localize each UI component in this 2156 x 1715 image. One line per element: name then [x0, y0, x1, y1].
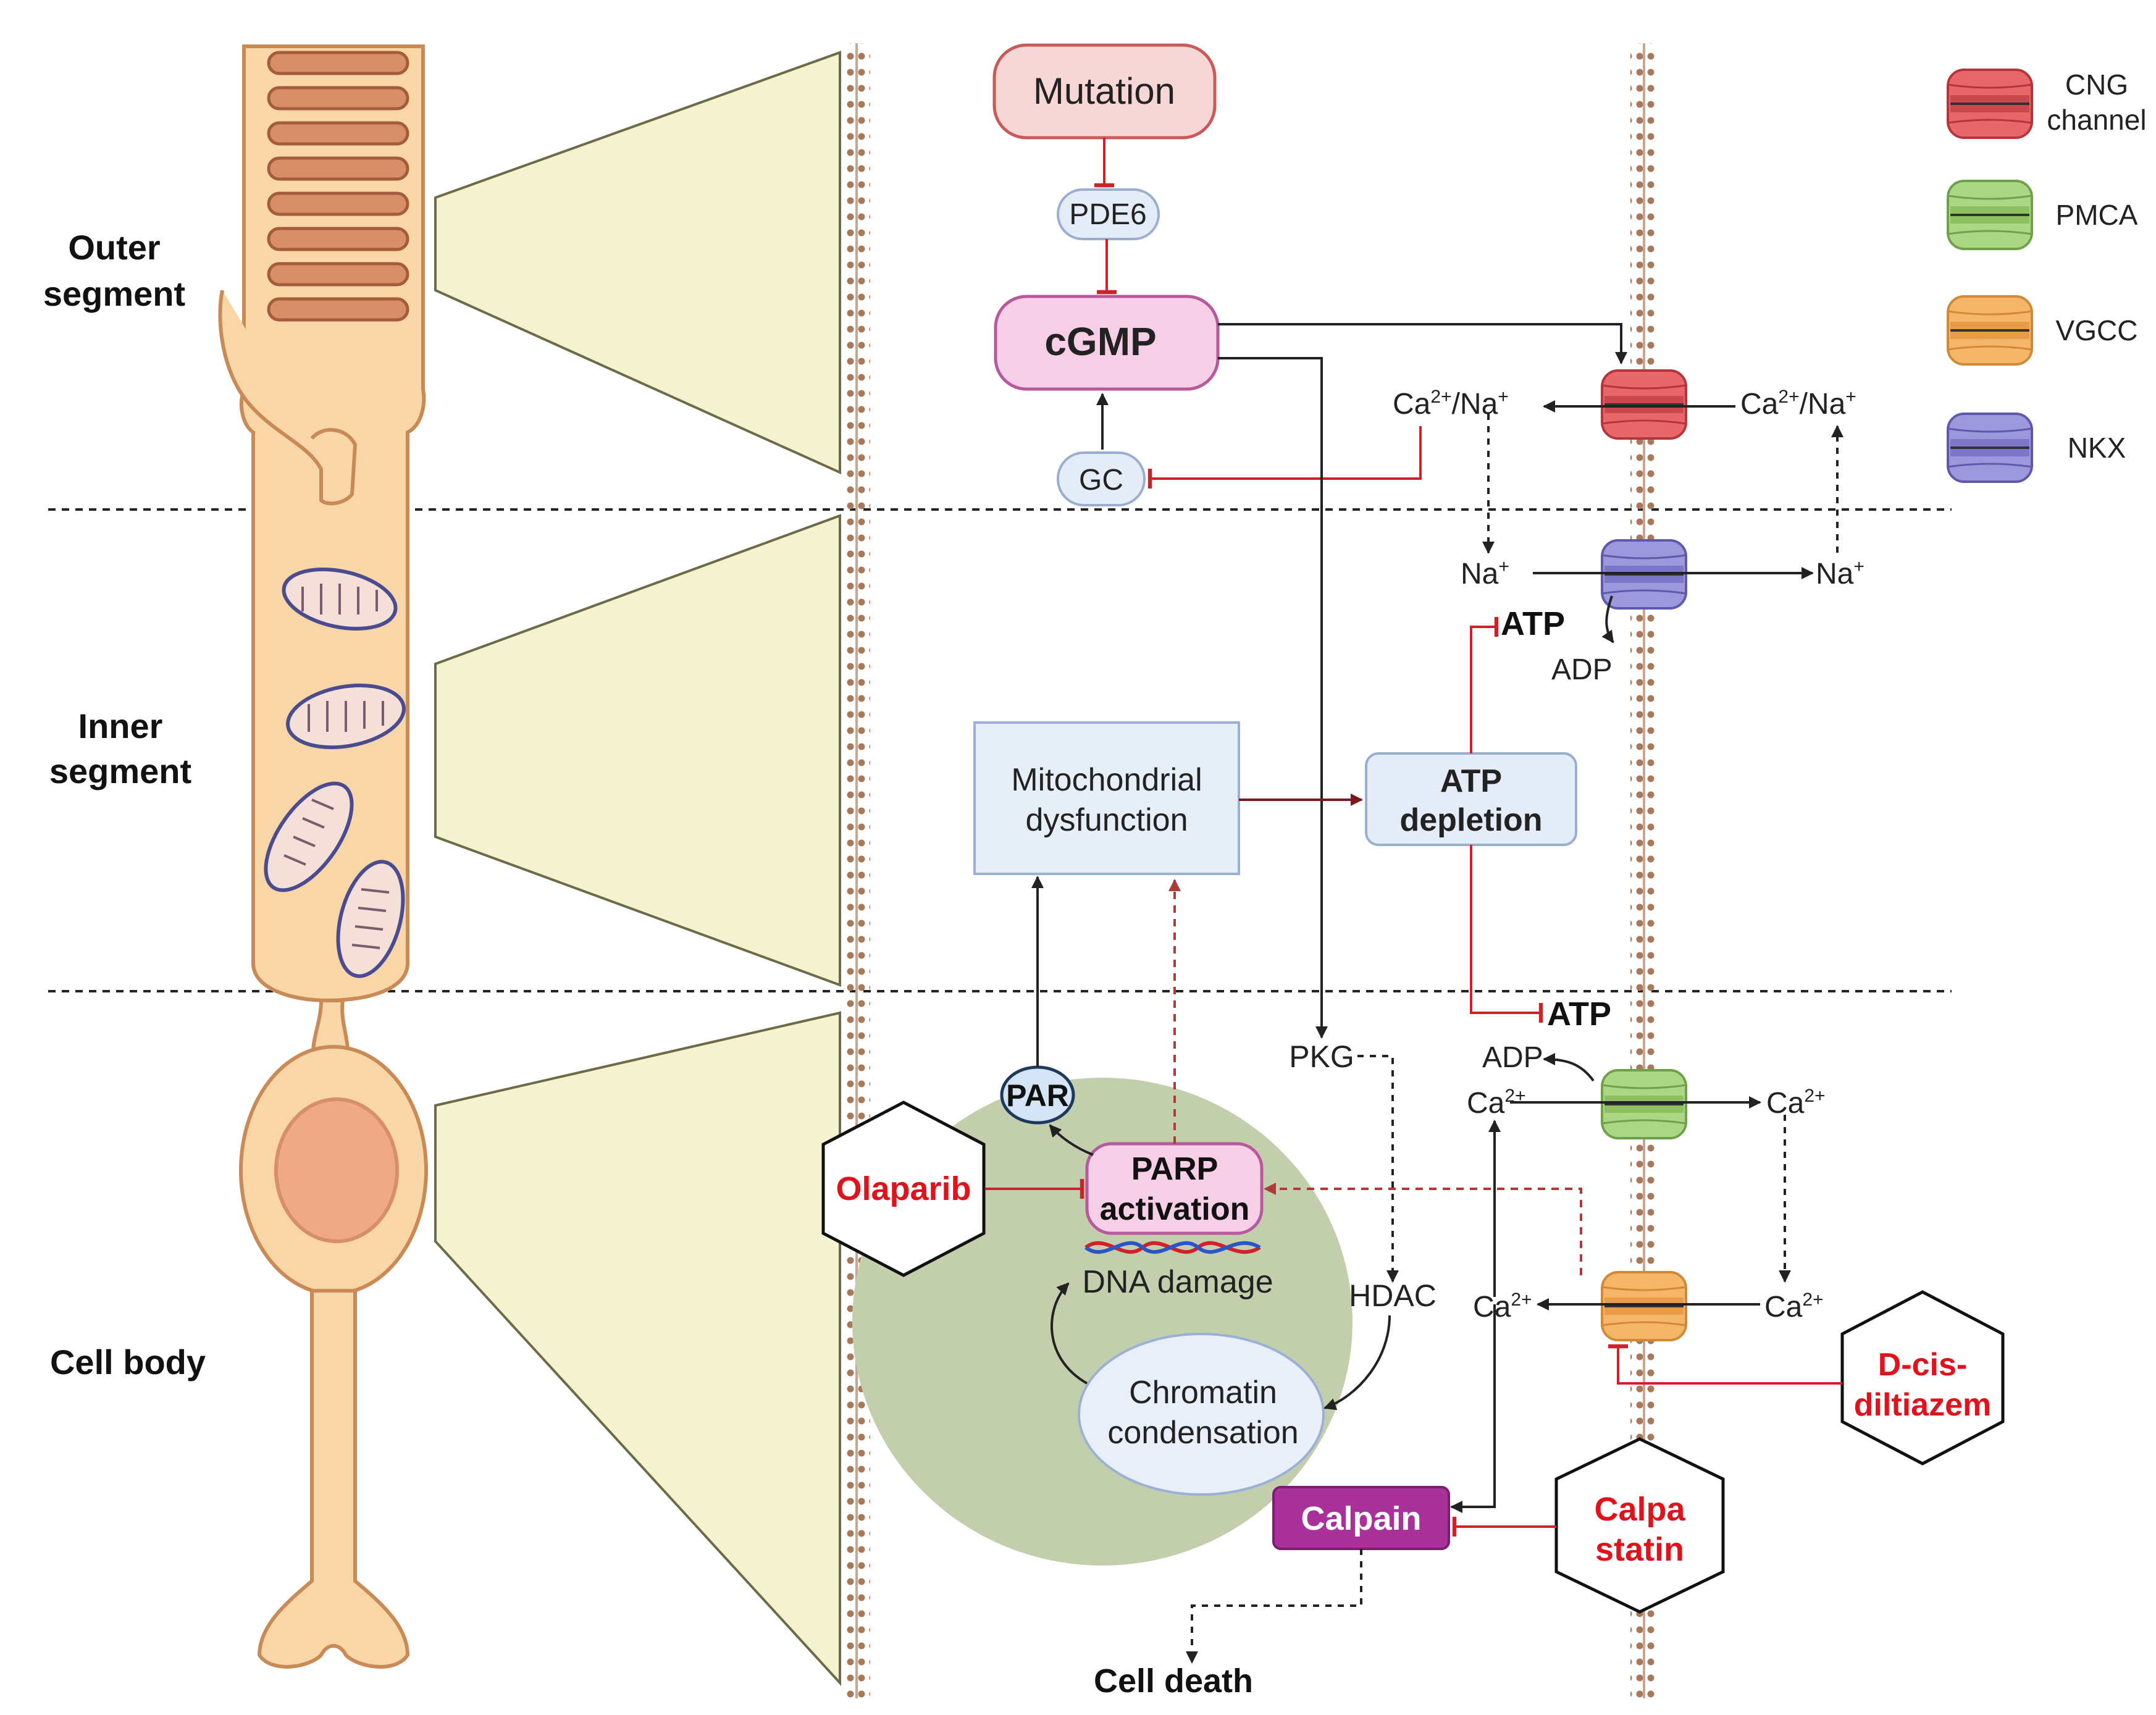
diltiazem-hexagon[interactable] — [1840, 1290, 2005, 1466]
ca-vgcc-inside: Ca2+ — [1473, 1289, 1532, 1323]
calpastatin-hexagon[interactable] — [1554, 1437, 1725, 1614]
disc-stack — [267, 51, 409, 322]
axon — [257, 1289, 410, 1669]
channel-part — [1947, 195, 2032, 200]
zoom-cone-body — [434, 1011, 841, 1687]
legend-item-nkx: NKX — [1947, 413, 2126, 483]
ca-pmca-outside: Ca2+ — [1766, 1086, 1826, 1120]
label-inner-segment: Inner — [78, 707, 163, 745]
vgcc-channel-icon — [1601, 1271, 1687, 1341]
zoom-cone-outer — [434, 51, 841, 475]
legend-label: CNG — [2065, 69, 2128, 101]
channel-part — [1947, 119, 2032, 124]
label-cell-body: Cell body — [50, 1343, 206, 1382]
nucleus-icon — [274, 1097, 399, 1243]
membrane-right — [1630, 43, 1658, 1698]
par-label: PAR — [1006, 1078, 1069, 1113]
channel-part — [1601, 554, 1687, 560]
channel-part — [1601, 1119, 1687, 1125]
channel-part — [1601, 419, 1687, 425]
channel-part — [1947, 427, 2032, 433]
channel-part — [1947, 230, 2032, 235]
gc-node[interactable] — [1057, 451, 1146, 506]
legend-item-pmca: PMCA — [1947, 180, 2138, 250]
olaparib-hexagon[interactable] — [821, 1101, 986, 1277]
diltiazem-label-2: diltiazem — [1854, 1387, 1992, 1423]
legend-label: PMCA — [2056, 199, 2138, 231]
pkg-label: PKG — [1289, 1039, 1354, 1074]
channel-part — [1601, 589, 1687, 595]
adp-pmca-label: ADP — [1482, 1041, 1543, 1074]
cgmp-node[interactable] — [994, 295, 1220, 391]
calpastatin-label: Calpa — [1594, 1491, 1685, 1528]
parp-activation-label-2: activation — [1100, 1191, 1250, 1227]
atp-depletion-label: ATP — [1440, 763, 1502, 799]
arrows — [985, 138, 1844, 1664]
photoreceptor-cell — [218, 44, 428, 1669]
diltiazem-label: D-cis- — [1878, 1347, 1967, 1383]
legend-label: VGCC — [2056, 314, 2138, 346]
cng-channel-icon — [1601, 369, 1687, 440]
channel-part — [1947, 310, 2032, 316]
na-outside: Na+ — [1816, 556, 1864, 590]
ca-vgcc-outside: Ca2+ — [1764, 1289, 1824, 1323]
dna-damage-label: DNA damage — [1082, 1264, 1273, 1300]
mito-dysfunction-label: Mitochondrial — [1011, 762, 1202, 798]
ca-na-inside: Ca2+/Na+ — [1393, 387, 1509, 421]
legend-item-vgcc: VGCC — [1947, 295, 2138, 366]
channel-part — [1601, 1286, 1687, 1291]
legend-label: NKX — [2068, 432, 2126, 464]
olaparib-label: Olaparib — [836, 1170, 971, 1207]
atp-pmca-label: ATP — [1547, 996, 1611, 1033]
gc-label: GC — [1079, 464, 1123, 497]
label-outer-segment: Outer — [68, 228, 160, 267]
calpain-label: Calpain — [1301, 1500, 1421, 1537]
channel-part — [1947, 83, 2032, 89]
chromatin-node[interactable] — [1078, 1333, 1325, 1496]
cell-stalk — [218, 290, 358, 506]
parp-activation-label: PARP — [1131, 1151, 1219, 1187]
atp-depletion-label-2: depletion — [1399, 802, 1542, 838]
chromatin-label: Chromatin — [1129, 1375, 1277, 1411]
label-outer-segment-2: segment — [43, 274, 185, 313]
cgmp-label: cGMP — [1044, 319, 1156, 364]
label-inner-segment-2: segment — [49, 752, 191, 790]
mito-dysfunction-label-2: dysfunction — [1025, 802, 1188, 838]
mitochondria-cristae — [283, 584, 390, 949]
mitochondria — [264, 568, 406, 978]
cell-death-label: Cell death — [1094, 1663, 1253, 1700]
calpastatin-label-2: statin — [1595, 1531, 1684, 1568]
channel-part — [1947, 345, 2032, 351]
zoom-cone-inner — [434, 514, 841, 987]
legend-label: channel — [2047, 104, 2146, 136]
adp-nkx-label: ADP — [1551, 653, 1613, 686]
dna-helix-icon — [1084, 1241, 1261, 1254]
ca-na-outside: Ca2+/Na+ — [1740, 387, 1856, 421]
chromatin-label-2: condensation — [1107, 1415, 1298, 1451]
channel-part — [1601, 1084, 1687, 1089]
mutation-label: Mutation — [1033, 70, 1175, 112]
channel-part — [1947, 463, 2032, 468]
membrane-left — [843, 43, 870, 1698]
pde6-node[interactable] — [1057, 188, 1160, 240]
mito-dysfunction-node[interactable] — [973, 721, 1240, 875]
atp-nkx-label: ATP — [1501, 605, 1565, 642]
ion-labels: Ca2+/Na+ Ca2+/Na+ Na+ Na+ Ca2+ Ca2+ Ca2+… — [1393, 387, 1864, 1323]
channel-part — [1601, 1321, 1687, 1327]
channel-part — [1601, 384, 1687, 390]
hdac-label: HDAC — [1349, 1278, 1437, 1313]
pmca-channel-icon — [1601, 1069, 1687, 1139]
pde6-label: PDE6 — [1069, 198, 1146, 231]
na-inside: Na+ — [1461, 556, 1509, 590]
